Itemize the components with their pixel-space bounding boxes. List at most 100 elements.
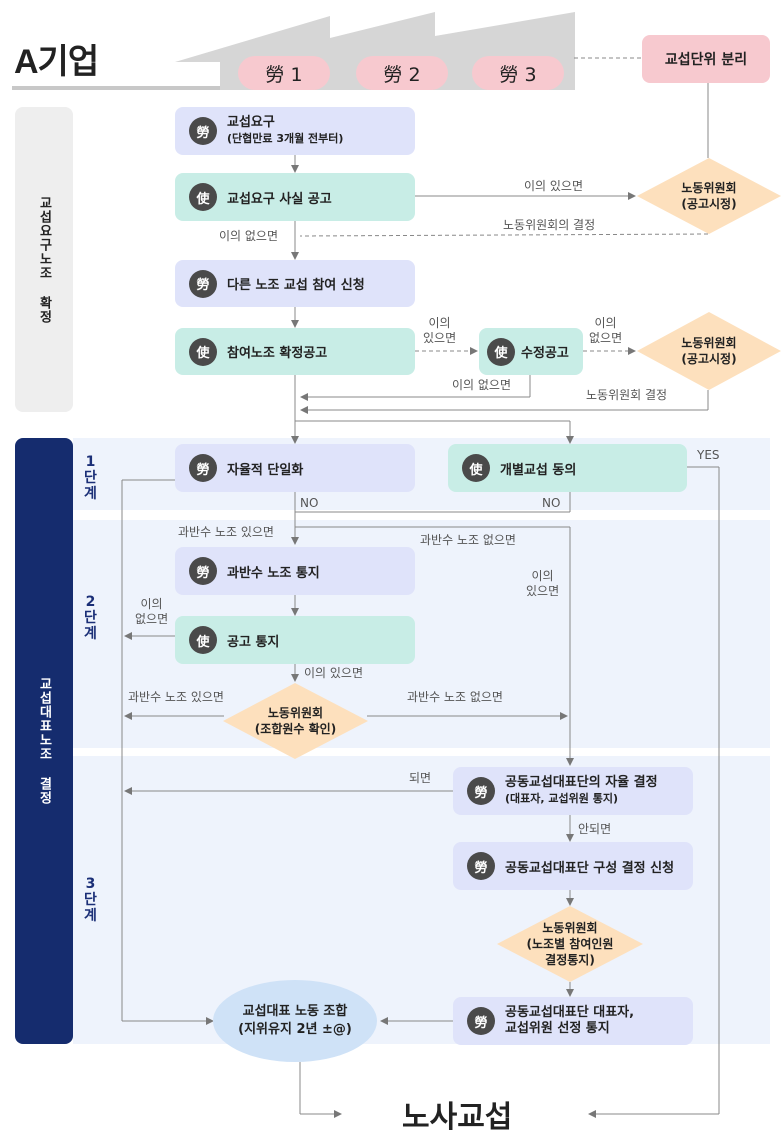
stage-1-num: 1 bbox=[85, 454, 96, 470]
node-joint-team-apply-title: 공동교섭대표단 구성 결정 신청 bbox=[505, 860, 675, 876]
labor-badge-icon: 勞 bbox=[467, 852, 495, 880]
stage-3-char2: 계 bbox=[84, 908, 97, 924]
diamond-commission-2-line1: 노동위원회 bbox=[681, 336, 737, 350]
oval-line1: 교섭대표 노동 조합 bbox=[242, 1004, 348, 1019]
node-joint-team-autonomous-sub: (대표자, 교섭위원 통지) bbox=[505, 792, 618, 805]
label-objection-yes-3a: 이의 bbox=[594, 316, 617, 330]
stage-1-label: 1 단 계 bbox=[84, 454, 97, 502]
union-2: 勞 2 bbox=[356, 56, 448, 90]
section-representative bbox=[15, 438, 73, 1044]
diamond-commission-2: 노동위원회 (공고시정) bbox=[637, 312, 781, 390]
stage-2-char1: 단 bbox=[84, 610, 97, 626]
node-revised-notice: 使 수정공고 bbox=[479, 328, 583, 375]
diamond-commission-4-line2: (노조별 참여인원 bbox=[526, 937, 614, 951]
node-majority-notice: 勞 과반수 노조 통지 bbox=[175, 547, 415, 595]
node-majority-notice-title: 과반수 노조 통지 bbox=[227, 565, 320, 581]
node-bargaining-request-sub: (단협만료 3개월 전부터) bbox=[227, 132, 344, 145]
oval-representative-union: 교섭대표 노동 조합 (지위유지 2년 ±@) bbox=[213, 980, 377, 1062]
company-title: A기업 bbox=[14, 43, 99, 81]
diamond-commission-3: 노동위원회 (조합원수 확인) bbox=[223, 683, 368, 759]
label-majority-yes-2: 과반수 노조 있으면 bbox=[128, 690, 224, 704]
stage-1-char1: 단 bbox=[84, 470, 97, 486]
label-objection-yes: 이의 있으면 bbox=[524, 179, 584, 193]
employer-badge-icon: 使 bbox=[189, 626, 217, 654]
final-labor-management-bargaining: 노사교섭 bbox=[402, 1100, 513, 1135]
node-bargaining-request: 勞 교섭요구 (단협만료 3개월 전부터) bbox=[175, 107, 415, 155]
diamond-commission-1-line2: (공고시정) bbox=[681, 197, 737, 211]
labor-badge-icon: 勞 bbox=[189, 557, 217, 585]
node-participation-notice-title: 참여노조 확정공고 bbox=[227, 346, 328, 361]
union-2-label: 勞 2 bbox=[383, 63, 421, 86]
label-majority-no-2: 과반수 노조 없으면 bbox=[407, 690, 503, 704]
label-objection-no-5b: 없으면 bbox=[135, 612, 169, 626]
node-voluntary-unification-title: 자율적 단일화 bbox=[227, 462, 304, 478]
section-determine-label: 교섭요구노조 확정 bbox=[36, 195, 52, 324]
node-joint-team-apply: 勞 공동교섭대표단 구성 결정 신청 bbox=[453, 842, 693, 890]
diamond-commission-4-line1: 노동위원회 bbox=[542, 921, 598, 935]
node-revised-notice-title: 수정공고 bbox=[521, 346, 569, 361]
label-objection-no-5a: 이의 bbox=[140, 597, 163, 611]
node-joint-team-autonomous-title: 공동교섭대표단의 자율 결정 bbox=[505, 775, 658, 790]
diamond-commission-3-line1: 노동위원회 bbox=[267, 706, 324, 720]
label-commission-decision: 노동위원회 결정 bbox=[586, 388, 668, 402]
union-3: 勞 3 bbox=[472, 56, 564, 90]
node-participation-notice: 使 참여노조 확정공고 bbox=[175, 328, 415, 375]
section-representative-label: 교섭대표노조 결정 bbox=[36, 677, 52, 805]
label-no-1: NO bbox=[300, 496, 319, 510]
label-objection-yes-4b: 있으면 bbox=[526, 584, 560, 598]
stage-2-num: 2 bbox=[85, 594, 96, 610]
label-done: 되면 bbox=[409, 771, 432, 785]
union-1-label: 勞 1 bbox=[265, 63, 303, 86]
diamond-commission-4-line3: 결정통지) bbox=[545, 953, 595, 967]
node-joint-team-selection-title2: 교섭위원 선정 통지 bbox=[505, 1021, 610, 1036]
stage-3-label: 3 단 계 bbox=[84, 876, 97, 924]
node-individual-bargaining: 使 개별교섭 동의 bbox=[448, 444, 687, 492]
node-request-notice: 使 교섭요구 사실 공고 bbox=[175, 173, 415, 221]
stage-1-char2: 계 bbox=[84, 486, 97, 502]
labor-badge-icon: 勞 bbox=[467, 777, 495, 805]
node-request-notice-title: 교섭요구 사실 공고 bbox=[227, 191, 332, 207]
employer-badge-icon: 使 bbox=[462, 454, 490, 482]
label-objection-no: 이의 없으면 bbox=[219, 229, 279, 243]
label-objection-yes-2: 이의 있으면 bbox=[423, 316, 456, 346]
node-joint-team-autonomous: 勞 공동교섭대표단의 자율 결정 (대표자, 교섭위원 통지) bbox=[453, 767, 693, 815]
stage-2-label: 2 단 계 bbox=[84, 594, 97, 642]
node-individual-bargaining-title: 개별교섭 동의 bbox=[500, 462, 577, 478]
label-objection-yes-2a: 이의 bbox=[428, 316, 451, 330]
employer-badge-icon: 使 bbox=[189, 183, 217, 211]
labor-badge-icon: 勞 bbox=[467, 1007, 495, 1035]
node-public-notice-title: 공고 통지 bbox=[227, 634, 280, 650]
node-bargaining-request-title: 교섭요구 bbox=[227, 115, 275, 130]
label-yes: YES bbox=[697, 448, 720, 462]
labor-badge-icon: 勞 bbox=[189, 269, 217, 298]
node-public-notice: 使 공고 통지 bbox=[175, 616, 415, 664]
label-objection-yes-2b: 있으면 bbox=[423, 331, 457, 345]
node-voluntary-unification: 勞 자율적 단일화 bbox=[175, 444, 415, 492]
label-objection-yes-4a: 이의 bbox=[531, 569, 554, 583]
stage-3-num: 3 bbox=[85, 876, 96, 892]
union-3-label: 勞 3 bbox=[499, 63, 537, 86]
label-not-done: 안되면 bbox=[578, 822, 612, 836]
split-box-label: 교섭단위 분리 bbox=[664, 52, 748, 68]
labor-badge-icon: 勞 bbox=[189, 454, 217, 482]
labor-badge-icon: 勞 bbox=[189, 117, 217, 145]
label-objection-yes-4: 이의 있으면 bbox=[526, 569, 559, 599]
diamond-commission-1-line1: 노동위원회 bbox=[681, 181, 737, 195]
oval-line2: (지위유지 2년 ±@) bbox=[238, 1022, 352, 1037]
node-other-union-apply: 勞 다른 노조 교섭 참여 신청 bbox=[175, 260, 415, 307]
label-objection-yes-6: 이의 있으면 bbox=[304, 666, 364, 680]
label-commission-decision-of: 노동위원회의 결정 bbox=[503, 218, 596, 232]
node-other-union-apply-title: 다른 노조 교섭 참여 신청 bbox=[227, 278, 365, 293]
diamond-commission-1: 노동위원회 (공고시정) bbox=[637, 158, 781, 234]
stage-3-char1: 단 bbox=[84, 892, 97, 908]
stage-2-char2: 계 bbox=[84, 626, 97, 642]
diamond-commission-3-line2: (조합원수 확인) bbox=[254, 722, 337, 736]
label-no-2: NO bbox=[542, 496, 561, 510]
label-objection-yes-3b: 없으면 bbox=[589, 331, 623, 345]
diamond-commission-2-line2: (공고시정) bbox=[681, 352, 737, 366]
label-majority-no: 과반수 노조 없으면 bbox=[420, 533, 516, 547]
label-objection-no-5: 이의 없으면 bbox=[135, 597, 168, 627]
label-majority-yes: 과반수 노조 있으면 bbox=[178, 525, 274, 539]
